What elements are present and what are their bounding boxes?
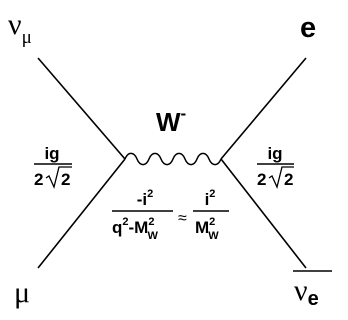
approximately-equal-symbol: ≈ bbox=[178, 210, 187, 227]
fermion-line-bottom-left bbox=[37, 158, 126, 269]
propagator-approx-numerator: i2 bbox=[205, 188, 216, 209]
antineutrino-subscript: e bbox=[308, 288, 319, 310]
neutrino-mu-subscript: μ bbox=[22, 27, 32, 48]
particle-label-bottom-right: νe bbox=[293, 270, 332, 310]
antineutrino-e-label: νe bbox=[294, 274, 319, 310]
antineutrino-symbol: ν bbox=[294, 274, 308, 307]
propagator-approx-m: M bbox=[195, 218, 209, 237]
propagator-minus-m: -M bbox=[129, 218, 149, 237]
vertex-right-sqrt-sign bbox=[268, 166, 294, 189]
neutrino-mu-symbol: ν bbox=[8, 8, 22, 41]
vertex-right-radicand: 2 bbox=[284, 170, 293, 189]
propagator-q-exponent: 2 bbox=[122, 216, 128, 228]
propagator-approx-m-subscript: W bbox=[208, 230, 219, 242]
propagator-m-exponent: 2 bbox=[148, 216, 154, 228]
particle-label-top-left: νμ bbox=[8, 8, 32, 48]
particle-label-bottom-left: μ bbox=[14, 276, 30, 309]
w-boson-charge: - bbox=[181, 104, 187, 123]
propagator-approx-numerator-base: i bbox=[205, 190, 210, 209]
propagator-approx-m-exponent: 2 bbox=[209, 216, 215, 228]
vertex-right-numerator: ig bbox=[267, 144, 282, 163]
vertex-factor-right: ig 2 2 bbox=[257, 144, 294, 189]
vertex-factor-left: ig 2 2 bbox=[34, 144, 72, 189]
propagator-approx-numerator-exponent: 2 bbox=[209, 188, 215, 200]
vertex-left-sqrt-sign bbox=[45, 166, 72, 189]
w-boson-propagator bbox=[124, 152, 222, 166]
vertex-left-radicand: 2 bbox=[61, 170, 70, 189]
propagator-q: q bbox=[112, 218, 122, 237]
fermion-line-bottom-right bbox=[220, 158, 307, 269]
particle-label-top-right: e bbox=[300, 12, 316, 44]
vertex-right-coefficient: 2 bbox=[257, 170, 266, 189]
propagator-exact-numerator-base: -i bbox=[137, 190, 147, 209]
propagator-exact-numerator: -i2 bbox=[137, 188, 154, 209]
w-boson-label: W- bbox=[156, 104, 186, 137]
propagator-exact-numerator-exponent: 2 bbox=[147, 188, 153, 200]
fermion-line-top-right bbox=[220, 57, 307, 160]
w-boson-symbol: W bbox=[156, 107, 181, 137]
propagator-m-subscript: W bbox=[147, 230, 158, 242]
vertex-left-coefficient: 2 bbox=[34, 170, 43, 189]
fermion-line-top-left bbox=[37, 57, 126, 160]
vertex-left-numerator: ig bbox=[44, 144, 59, 163]
